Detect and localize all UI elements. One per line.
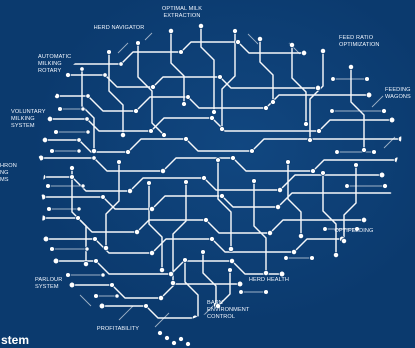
cropped-footer-text: stem (1, 333, 30, 347)
